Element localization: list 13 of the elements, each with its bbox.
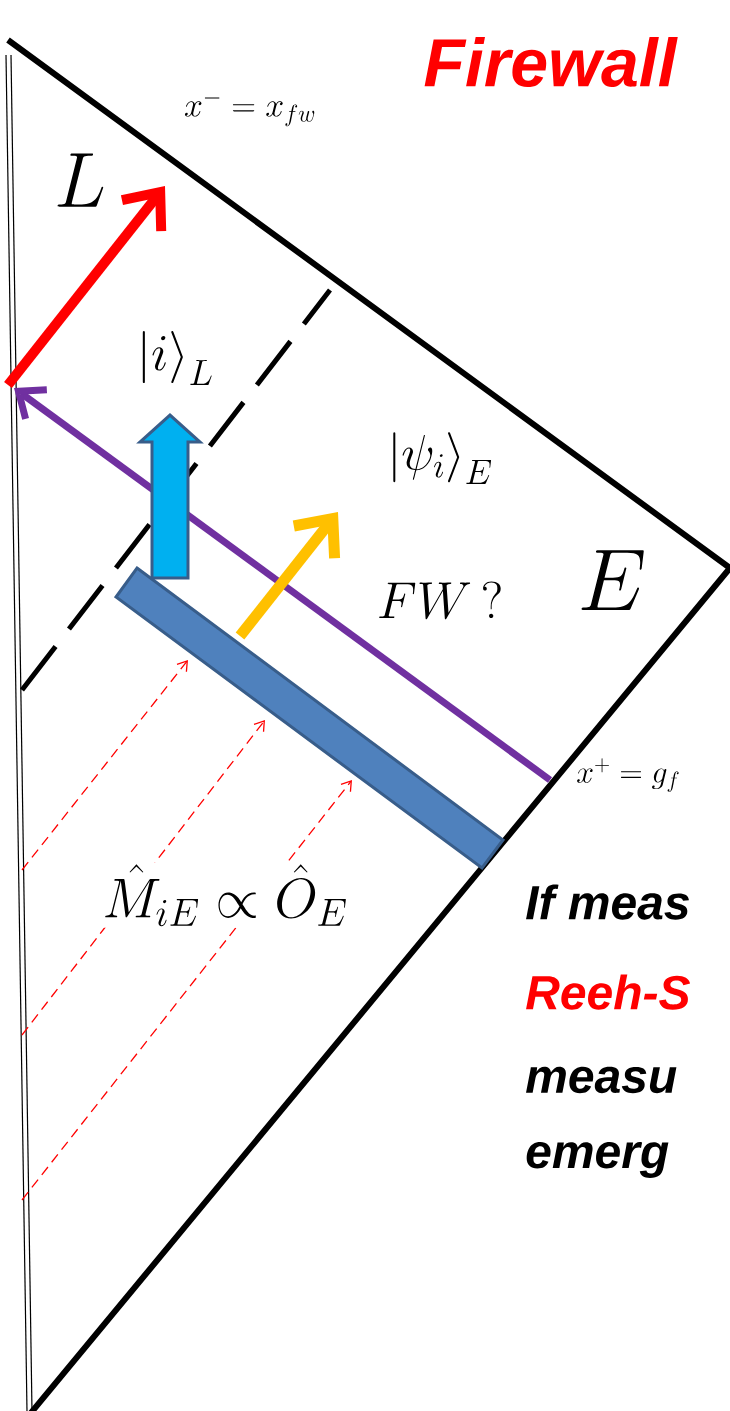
annotation-text: emerg — [526, 1142, 669, 1178]
annotation-text: Reeh-S — [526, 974, 691, 1010]
math-label: $L$ — [57, 153, 104, 207]
math-label: $\hat{M}_{iE}\propto\hat{O}_{E}$ — [100, 862, 350, 928]
math-label: $E$ — [581, 550, 644, 611]
math-label: $x^{+}=g_{f}$ — [577, 758, 679, 792]
annotation-text: If meas — [526, 884, 689, 920]
math-label: $\left|i\right\rangle_{L}$ — [142, 331, 212, 385]
math-label: $FW\,?$ — [379, 581, 501, 620]
title: Firewall — [424, 37, 678, 87]
math-label: $\left|\psi_{i}\right\rangle_{E}$ — [393, 432, 492, 484]
annotation-text: measu — [526, 1066, 677, 1094]
math-label: $x^{-}=x_{fw}$ — [184, 97, 315, 127]
